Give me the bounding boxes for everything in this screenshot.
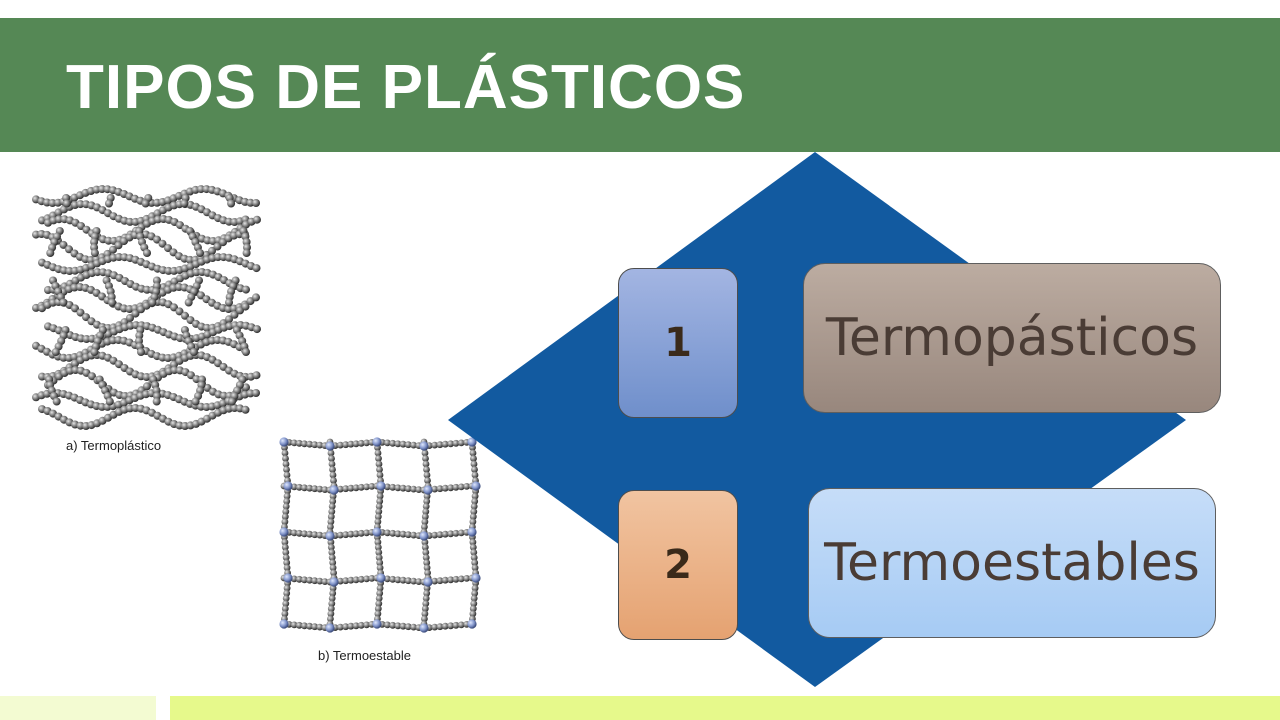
slide-title: TIPOS DE PLÁSTICOS: [66, 53, 746, 122]
footer-bar-right: [170, 696, 1280, 720]
list-item-1-label: Termopásticos: [803, 263, 1221, 413]
thermoset-caption: b) Termoestable: [318, 648, 411, 663]
list-item-2-label: Termoestables: [808, 488, 1216, 638]
thermoplastic-diagram: [32, 185, 261, 430]
list-item-2-number: 2: [618, 490, 738, 640]
title-bar: [0, 18, 1280, 152]
thermoset-diagram: [279, 437, 481, 633]
footer-bar-left: [0, 696, 156, 720]
thermoplastic-caption: a) Termoplástico: [66, 438, 162, 453]
list-item-1-number: 1: [618, 268, 738, 418]
